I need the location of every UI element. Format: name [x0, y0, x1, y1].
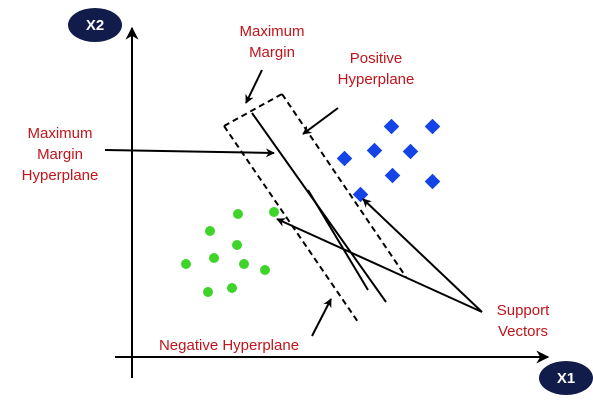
- negative-point: [181, 259, 191, 269]
- negative-point: [269, 207, 279, 217]
- support-vectors-arrow-1: [276, 218, 483, 313]
- positive-class-points: [336, 118, 441, 203]
- negative-hyperplane-arrow: [311, 298, 332, 337]
- positive-point: [424, 118, 441, 135]
- negative-point: [260, 265, 270, 275]
- positive-hyperplane-arrow: [302, 107, 339, 135]
- negative-point: [227, 283, 237, 293]
- positive-point: [366, 142, 383, 159]
- negative-hyperplane-label: Negative Hyperplane: [159, 337, 299, 354]
- negative-point: [209, 253, 219, 263]
- y-axis-badge: X2: [68, 8, 122, 42]
- support-vectors-arrow-2: [362, 198, 483, 313]
- margin-cap-line: [223, 93, 283, 127]
- maximum-margin-hyperplane-label-line-3: Hyperplane: [22, 167, 99, 184]
- maximum-margin-arrow: [245, 69, 263, 104]
- positive-hyperplane-line: [281, 93, 407, 278]
- negative-hyperplane-line: [223, 125, 359, 323]
- maximum-margin-label-line-1: Maximum: [239, 23, 304, 40]
- positive-point: [424, 173, 441, 190]
- positive-point: [383, 118, 400, 135]
- negative-point: [233, 209, 243, 219]
- support-vectors-label-line-1: Support: [497, 302, 550, 319]
- support-vectors-label-line-2: Vectors: [498, 323, 548, 340]
- maximum-margin-label-line-2: Margin: [249, 44, 295, 61]
- positive-point: [402, 143, 419, 160]
- positive-point: [352, 186, 369, 203]
- y-axis-label: X2: [86, 17, 104, 34]
- positive-hyperplane-label-line-2: Hyperplane: [338, 71, 415, 88]
- positive-point: [384, 167, 401, 184]
- positive-point: [336, 150, 353, 167]
- maximum-margin-hyperplane-label-line-2: Margin: [37, 146, 83, 163]
- support-line: [307, 189, 369, 291]
- negative-point: [203, 287, 213, 297]
- negative-point: [239, 259, 249, 269]
- negative-point: [232, 240, 242, 250]
- negative-point: [205, 226, 215, 236]
- negative-class-points: [181, 207, 279, 297]
- maximum-margin-hyperplane-label-line-1: Maximum: [27, 125, 92, 142]
- x-axis-label: X1: [557, 370, 575, 387]
- positive-hyperplane-label-line-1: Positive: [350, 50, 403, 67]
- x-axis-badge: X1: [539, 361, 593, 395]
- maximum-margin-hyperplane-arrow: [104, 148, 275, 158]
